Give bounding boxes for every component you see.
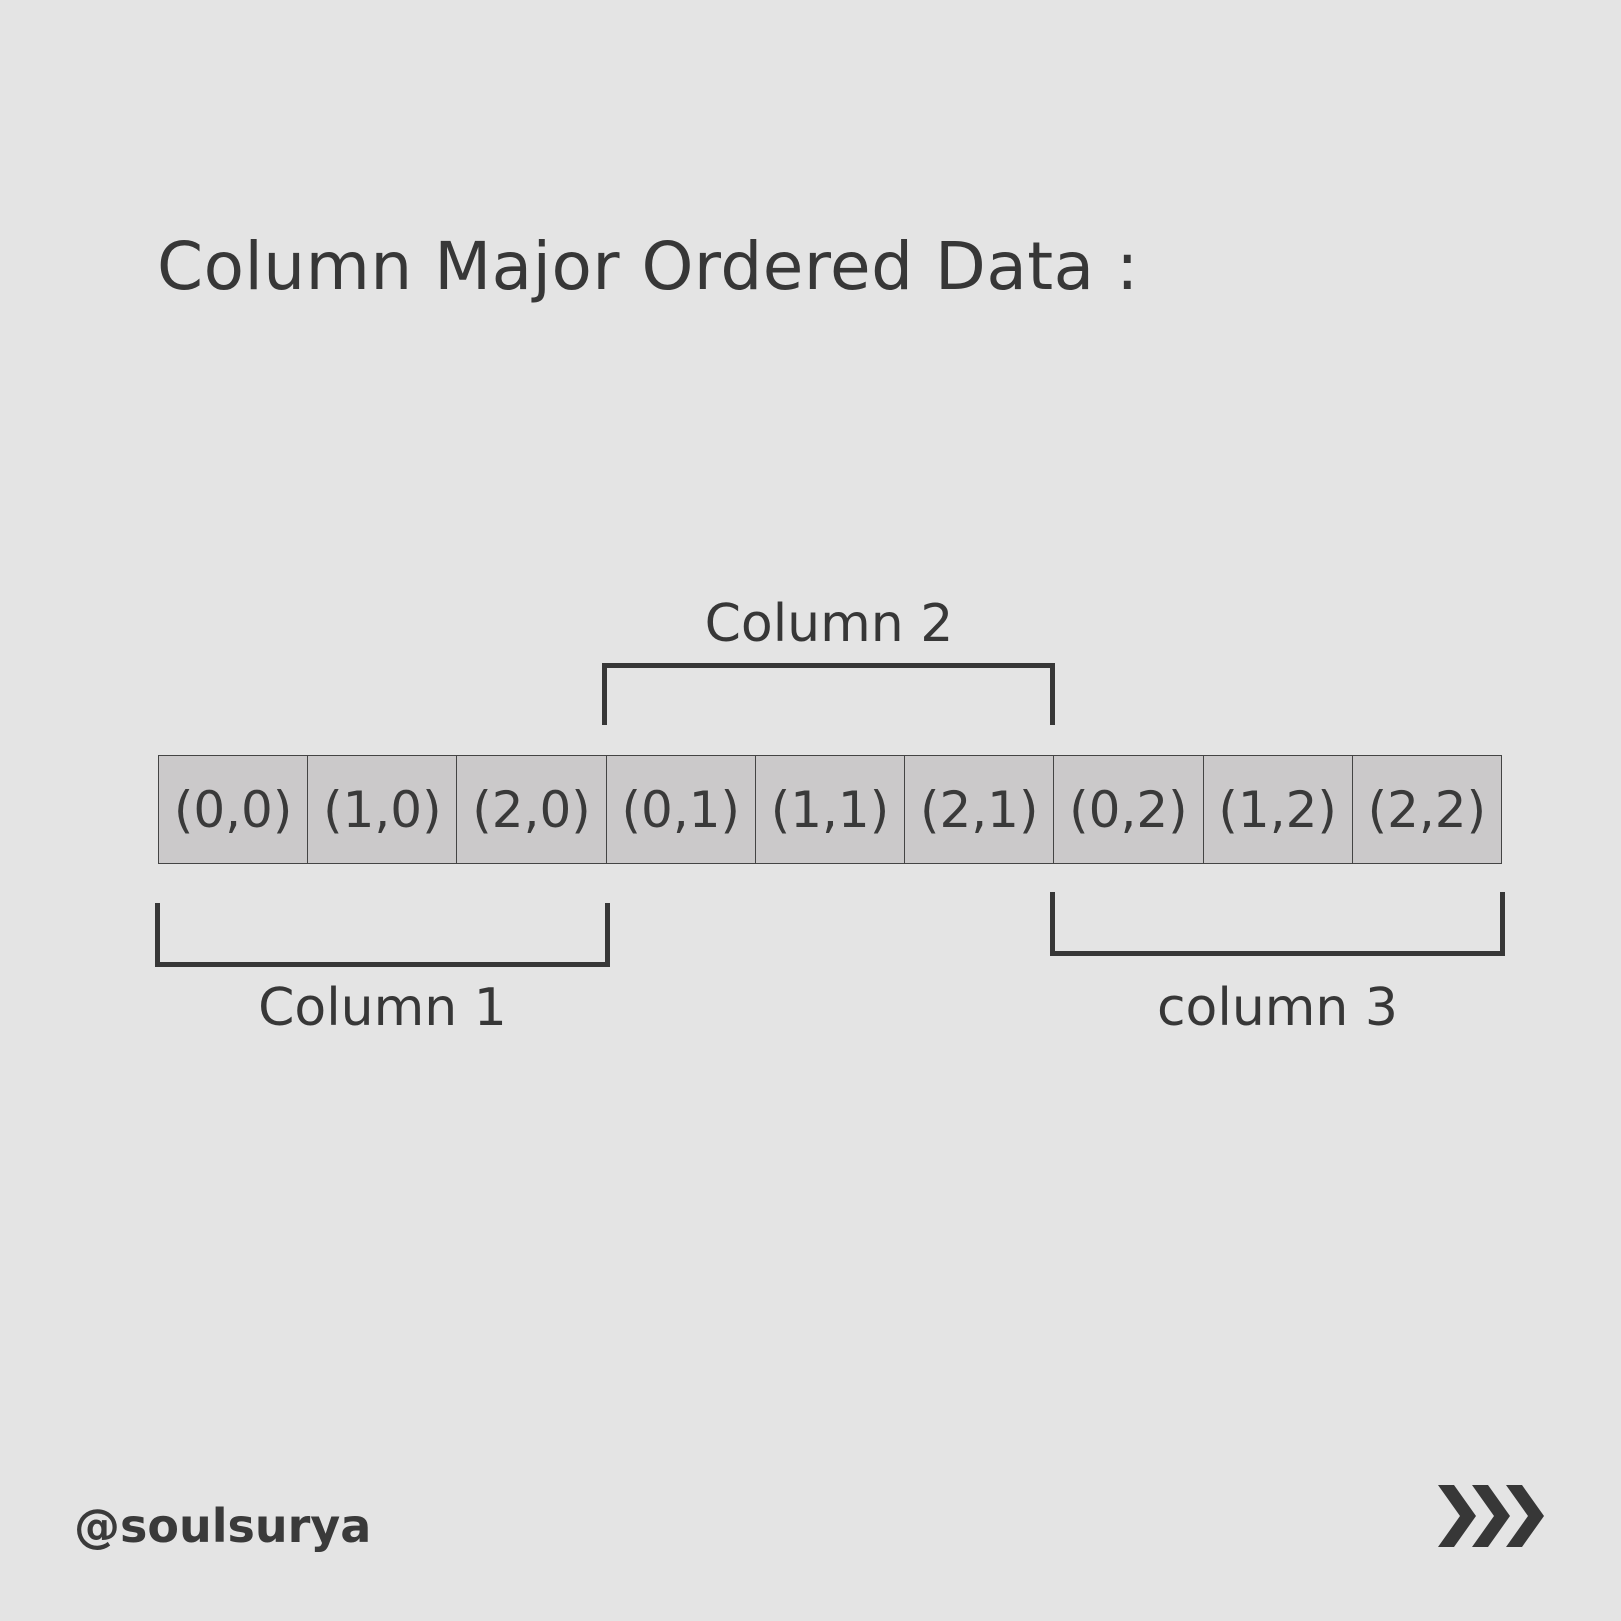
array-cell-0-0: (0,0) <box>159 756 309 863</box>
array-cell-2-1: (2,1) <box>905 756 1055 863</box>
column-3-bracket <box>1050 892 1505 956</box>
column-2-label: Column 2 <box>704 594 954 654</box>
array-cell-1-1: (1,1) <box>756 756 906 863</box>
array-cell-1-0: (1,0) <box>308 756 458 863</box>
array-cell-1-2: (1,2) <box>1204 756 1353 863</box>
array-strip: (0,0) (1,0) (2,0) (0,1) (1,1) (2,1) (0,2… <box>158 755 1502 864</box>
array-cell-2-0: (2,0) <box>457 756 607 863</box>
column-2-bracket <box>602 663 1055 725</box>
column-1-bracket <box>155 903 610 967</box>
page-title: Column Major Ordered Data : <box>157 228 1139 305</box>
array-cell-0-1: (0,1) <box>607 756 756 863</box>
column-1-label: Column 1 <box>258 978 507 1038</box>
column-3-label: column 3 <box>1156 978 1399 1038</box>
array-cell-2-2: (2,2) <box>1367 780 1487 839</box>
author-handle: @soulsurya <box>74 1499 372 1553</box>
triple-chevron-right-icon[interactable] <box>1438 1485 1546 1547</box>
array-cell-0-2: (0,2) <box>1054 756 1204 863</box>
